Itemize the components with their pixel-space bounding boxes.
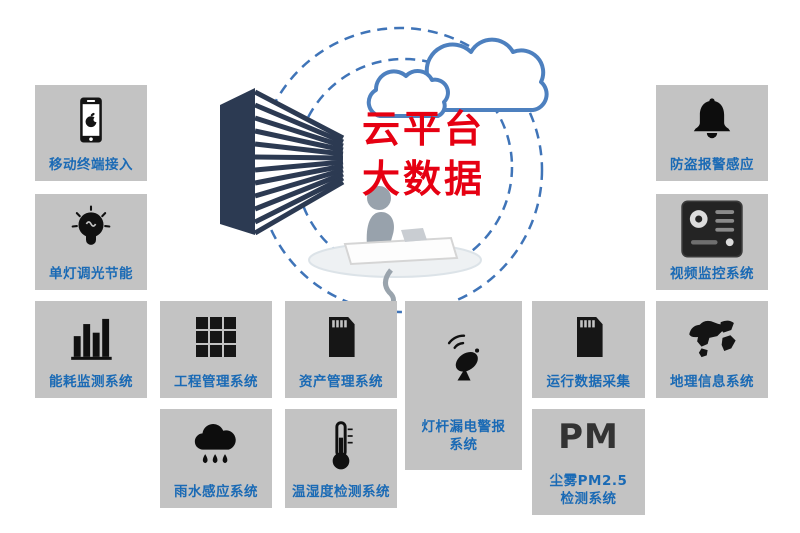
cloud-icon <box>366 37 549 118</box>
tile-energy-monitoring: 能耗监测系统 <box>35 301 147 398</box>
tile-pole-leakage-alarm: 灯杆漏电警报 系统 <box>405 301 522 470</box>
tile-label: 单灯调光节能 <box>49 265 133 282</box>
tile-label: 能耗监测系统 <box>49 373 133 390</box>
tile-label: 地理信息系统 <box>670 373 754 390</box>
tile-label-line-1: 尘雾PM2.5 <box>549 472 628 489</box>
tile-gis: 地理信息系统 <box>656 301 768 398</box>
rain-cloud-icon <box>160 409 272 483</box>
tile-label: 灯杆漏电警报 系统 <box>422 418 506 454</box>
tile-asset-management: 资产管理系统 <box>285 301 397 398</box>
pm-big-text: PM <box>558 416 619 457</box>
tile-label-line-1: 灯杆漏电警报 <box>421 418 506 435</box>
tile-anti-theft-alarm: 防盗报警感应 <box>656 85 768 181</box>
title-line-1: 云平台 <box>362 107 486 151</box>
tile-label: 尘雾PM2.5 检测系统 <box>550 472 628 508</box>
satellite-dish-icon <box>405 301 522 418</box>
tile-mobile-access: 移动终端接入 <box>35 85 147 181</box>
tile-label: 视频监控系统 <box>670 265 754 282</box>
bell-icon <box>656 85 768 156</box>
control-panel-icon <box>656 194 768 265</box>
thermometer-icon <box>285 409 397 483</box>
light-bulb-icon <box>35 194 147 265</box>
person-at-desk-icon <box>308 186 482 310</box>
grid-blocks-icon <box>160 301 272 373</box>
tile-lamp-dimming: 单灯调光节能 <box>35 194 147 290</box>
cloud-platform-illustration <box>220 26 549 314</box>
building-icon <box>220 88 345 236</box>
tile-label: 资产管理系统 <box>299 373 383 390</box>
tile-label: 工程管理系统 <box>174 373 258 390</box>
smartphone-icon <box>35 85 147 156</box>
tile-label-line-2: 系统 <box>449 436 478 453</box>
tile-label: 防盗报警感应 <box>670 156 754 173</box>
tile-video-surveillance: 视频监控系统 <box>656 194 768 290</box>
tile-label: 温湿度检测系统 <box>292 483 390 500</box>
bar-chart-icon <box>35 301 147 373</box>
tile-temp-humidity: 温湿度检测系统 <box>285 409 397 508</box>
world-map-icon <box>656 301 768 373</box>
pm-text-icon: PM <box>532 409 645 472</box>
title-line-2: 大数据 <box>362 157 486 201</box>
tile-label-line-2: 检测系统 <box>560 490 617 507</box>
tile-project-management: 工程管理系统 <box>160 301 272 398</box>
cloud-platform-title: 云平台 大数据 <box>362 104 485 204</box>
sd-card-icon <box>285 301 397 373</box>
tile-pm25-detection: PM 尘雾PM2.5 检测系统 <box>532 409 645 515</box>
tile-label: 运行数据采集 <box>546 373 631 390</box>
tile-label: 雨水感应系统 <box>174 483 258 500</box>
sd-card-icon <box>532 301 645 373</box>
tile-label: 移动终端接入 <box>49 156 133 173</box>
tile-rain-sensing: 雨水感应系统 <box>160 409 272 508</box>
tile-data-collection: 运行数据采集 <box>532 301 645 398</box>
